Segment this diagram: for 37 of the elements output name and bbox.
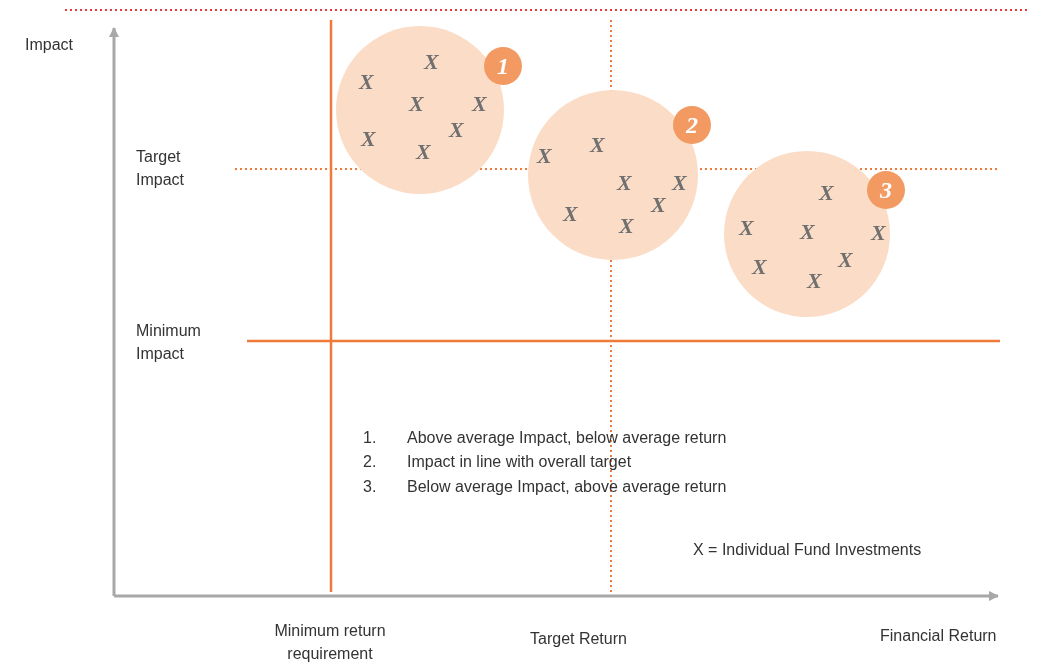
investment-mark: X <box>871 222 886 244</box>
investment-mark: X <box>449 119 464 141</box>
list-item: Impact in line with overall target <box>407 452 632 472</box>
investment-mark: X <box>807 270 822 292</box>
investment-mark: X <box>537 145 552 167</box>
investment-mark: X <box>739 217 754 239</box>
investment-mark: X <box>619 215 634 237</box>
investment-mark: X <box>359 71 374 93</box>
legend-note: X = Individual Fund Investments <box>693 540 922 560</box>
axis-title: Impact <box>25 35 73 55</box>
list-number: 2. <box>363 452 377 472</box>
list-number: 1. <box>363 428 377 448</box>
investment-mark: X <box>416 141 431 163</box>
list-item: Above average Impact, below average return <box>407 428 727 448</box>
investment-mark: X <box>361 128 376 150</box>
investment-mark: X <box>819 182 834 204</box>
investment-mark: X <box>617 172 632 194</box>
axis-tick-label: Target Return <box>530 629 627 649</box>
number-badge: 2 <box>673 106 711 144</box>
investment-mark: X <box>800 221 815 243</box>
list-number: 3. <box>363 477 377 497</box>
number-badge: 3 <box>867 171 905 209</box>
investment-mark: X <box>409 93 424 115</box>
investment-mark: X <box>838 249 853 271</box>
investment-mark: X <box>651 194 666 216</box>
investment-mark: X <box>424 51 439 73</box>
investment-mark: X <box>563 203 578 225</box>
investment-mark: X <box>590 134 605 156</box>
number-badge: 1 <box>484 47 522 85</box>
investment-mark: X <box>752 256 767 278</box>
axis-title: Financial Return <box>880 626 997 646</box>
investment-mark: X <box>672 172 687 194</box>
line-label: Target Impact <box>136 147 185 190</box>
line-label: Minimum Impact <box>136 321 202 364</box>
investment-mark: X <box>472 93 487 115</box>
axis-tick-label: Minimum return requirement <box>273 621 387 663</box>
list-item: Below average Impact, above average return <box>407 477 727 497</box>
